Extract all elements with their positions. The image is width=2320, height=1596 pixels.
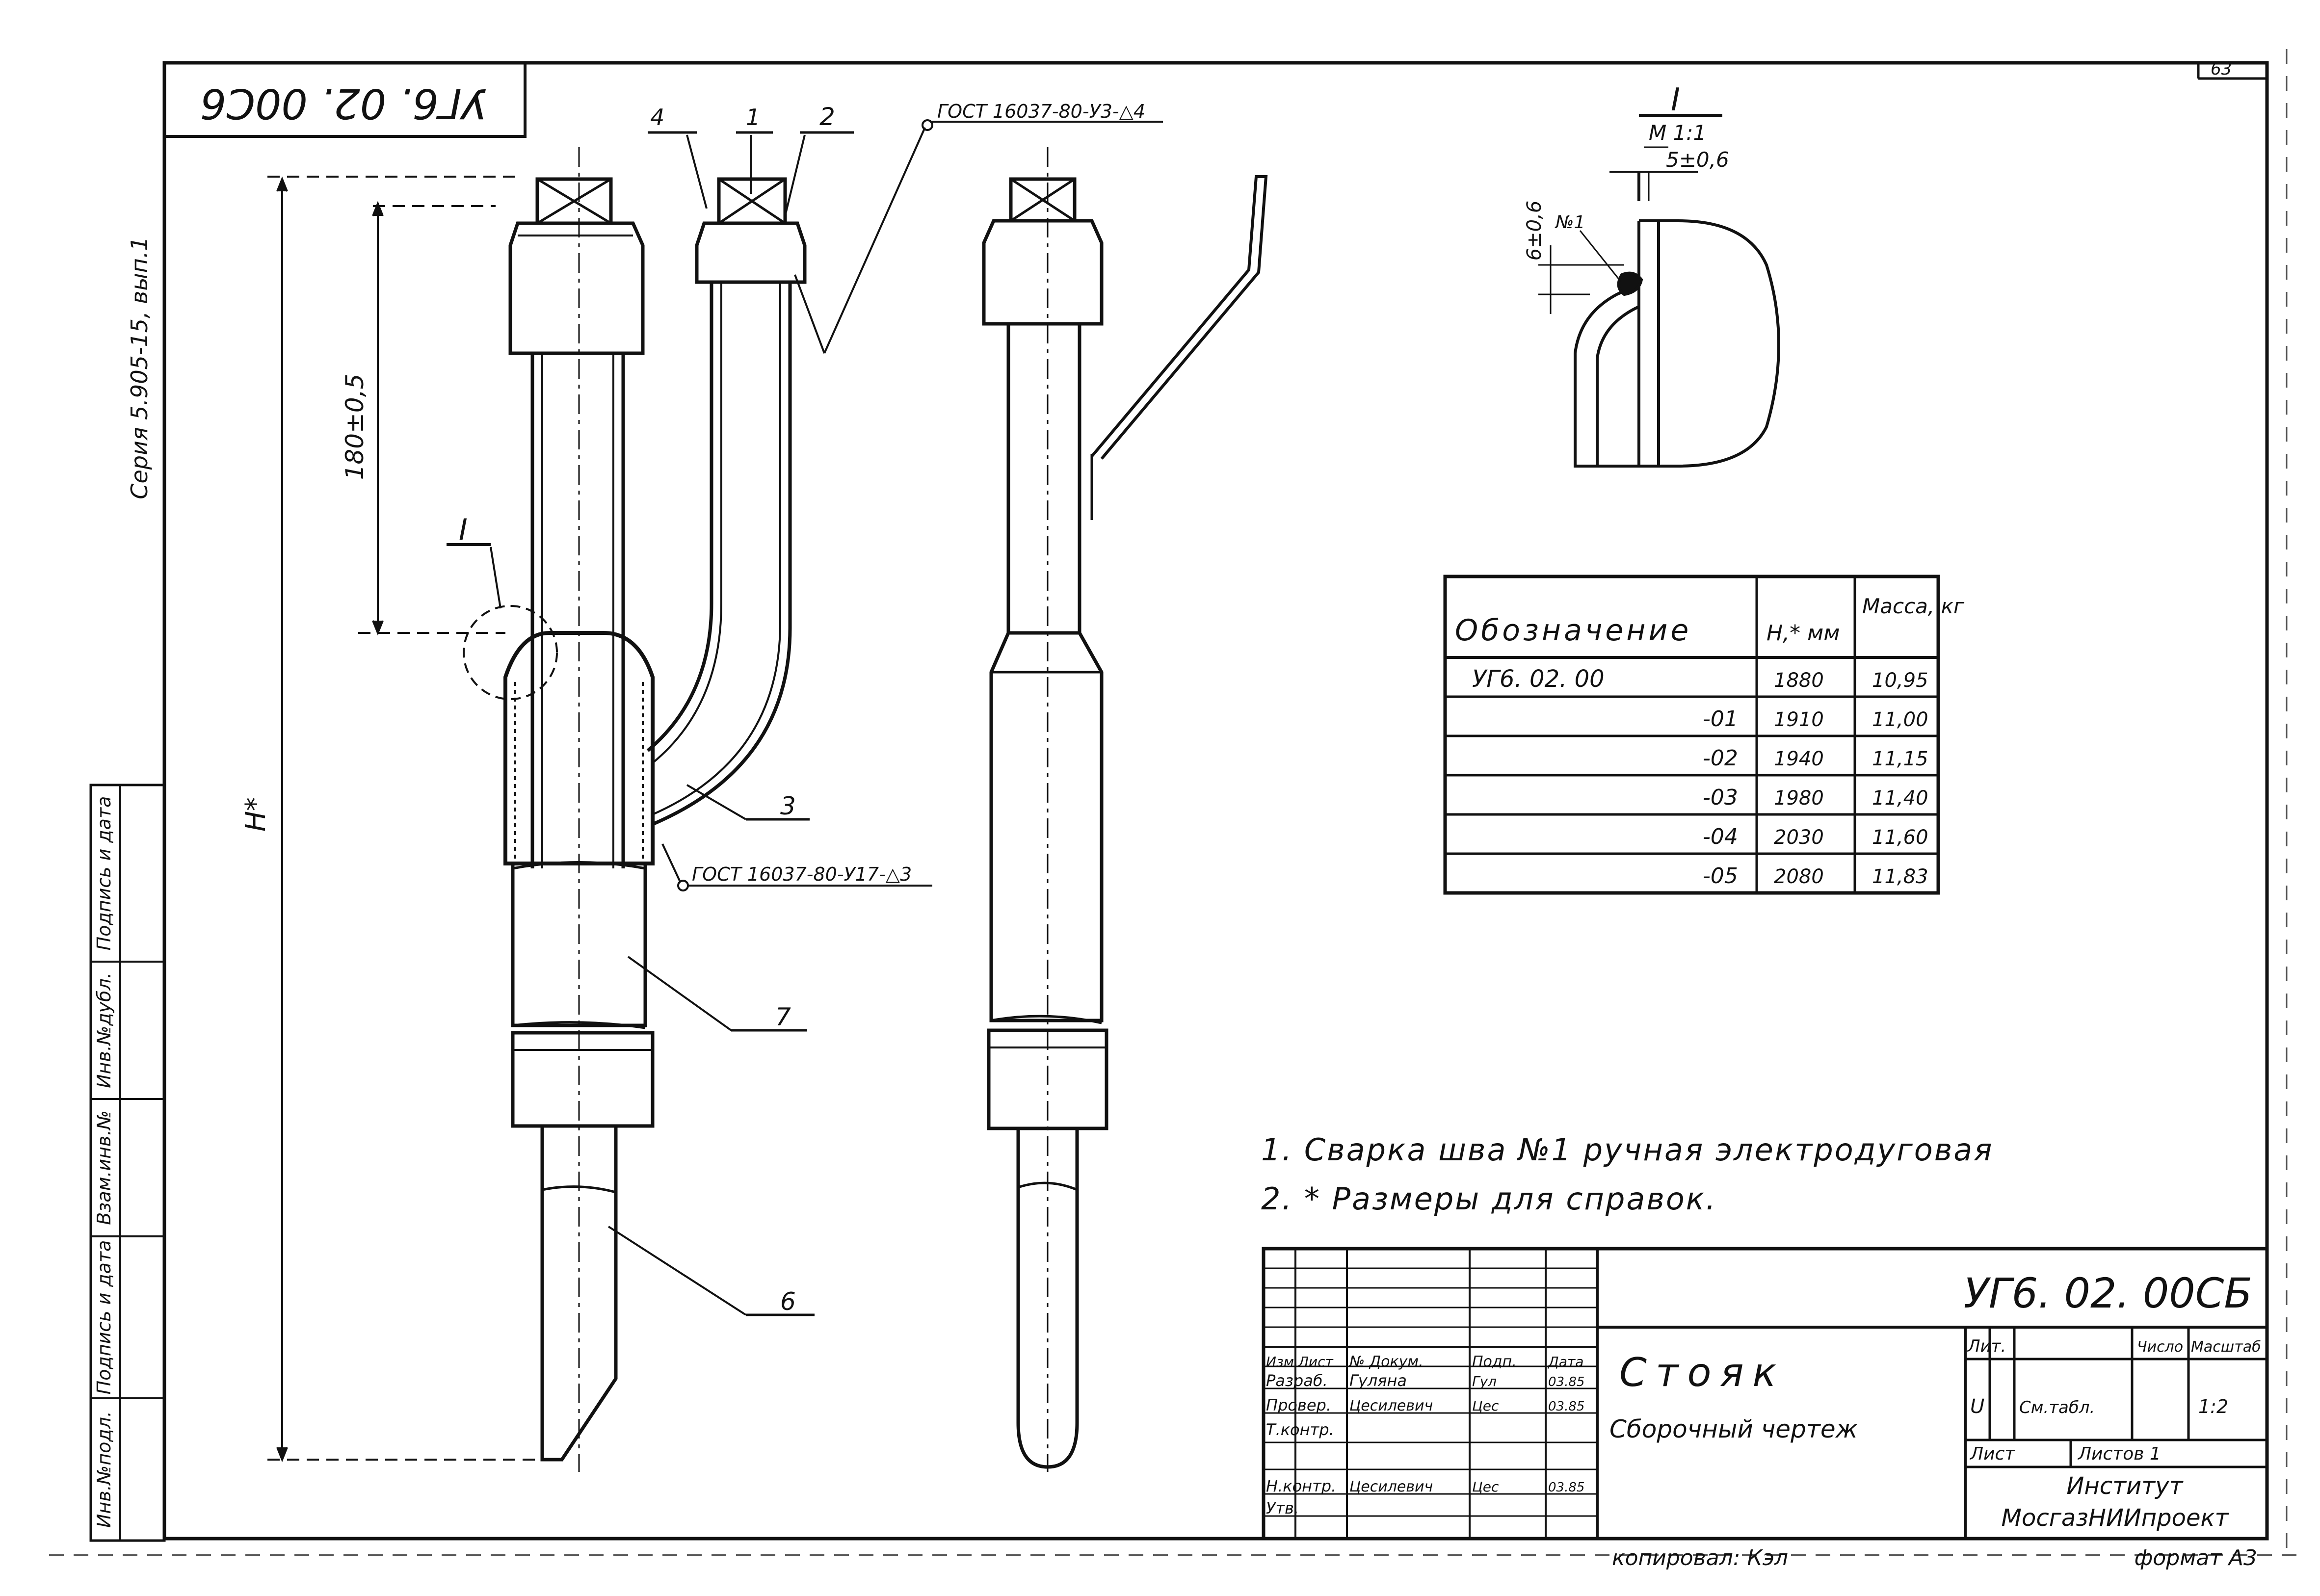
title-scale-value: 1:2 — [2198, 1396, 2228, 1417]
table-row-4-h: 2030 — [1774, 826, 1824, 849]
stamp-label-sign-date-2: Подпись и дата — [93, 1240, 115, 1395]
tb-row-2-role: Провер. — [1266, 1396, 1331, 1414]
table-row-2-h: 1940 — [1774, 748, 1824, 770]
table-row-3-h: 1980 — [1774, 787, 1824, 810]
title-table-ref: Cм.табл. — [2019, 1398, 2095, 1417]
tb-row-0-name: № Докум. — [1348, 1353, 1424, 1370]
stamp-label-replace-inv: Взам.инв.№ — [93, 1110, 115, 1225]
tb-row-0-sign: Подп. — [1472, 1353, 1517, 1370]
assembly-side-view — [982, 147, 1268, 1472]
callout-pos-2: 2 — [819, 103, 835, 131]
callout-pos-1: 1 — [746, 104, 760, 131]
page-number: 63 — [2211, 59, 2232, 79]
title-col-qty: Число — [2137, 1338, 2183, 1356]
copied-by: копировал: Кэл — [1612, 1545, 1788, 1570]
table-row-2-mass: 11,15 — [1872, 748, 1928, 770]
title-org-line2: МосгазНИИпроект — [2002, 1504, 2230, 1532]
detail-scale: М 1:1 — [1649, 121, 1706, 145]
stamp-label-sign-date-1: Подпись и дата — [93, 796, 115, 951]
table-row-3-designation: -03 — [1703, 785, 1738, 810]
tb-row-4-name: Цесилевич — [1349, 1478, 1433, 1495]
table-row-4-designation: -04 — [1703, 824, 1738, 849]
tb-row-1-date: 03.85 — [1548, 1375, 1584, 1389]
callout-pos-3: 3 — [780, 792, 796, 820]
tb-row-4-sign: Цес — [1472, 1479, 1499, 1495]
table-row-0-h: 1880 — [1774, 669, 1824, 692]
top-stamp-text: УГ6. 02. 00С6 — [200, 79, 487, 128]
dim-180: 180±0,5 — [341, 374, 369, 480]
detail-dim-height: 6±0,6 — [1523, 201, 1546, 261]
title-sheets-label: Листов 1 — [2077, 1444, 2161, 1464]
note-1: 1. Сварка шва №1 ручная электродуговая — [1261, 1132, 1994, 1168]
title-subtitle: Сборочный чертеж — [1609, 1415, 1858, 1443]
variants-table — [1443, 575, 1940, 895]
callout-pos-4: 4 — [650, 104, 664, 131]
title-org-line1: Институт — [2066, 1472, 2184, 1500]
tb-row-2-sign: Цес — [1472, 1398, 1499, 1414]
table-header-h: H,* мм — [1766, 621, 1840, 646]
title-col-mass: Масштаб — [2191, 1338, 2261, 1356]
tb-row-1-sign: Гул — [1472, 1373, 1497, 1389]
tb-row-2-date: 03.85 — [1548, 1399, 1584, 1414]
table-row-3-mass: 11,40 — [1872, 787, 1928, 810]
weld-callout-bottom: ГОСТ 16037-80-У17-△3 — [692, 863, 912, 885]
title-col-lit: Лит. — [1967, 1336, 2006, 1356]
table-row-1-designation: -01 — [1703, 706, 1738, 732]
tb-row-1-name: Гуляна — [1349, 1371, 1407, 1390]
tb-row-1-role: Разраб. — [1266, 1371, 1328, 1390]
title-code: УГ6. 02. 00СБ — [1964, 1269, 2252, 1317]
detail-circle-marker: I — [447, 513, 558, 700]
assembly-section-view — [503, 147, 655, 1472]
table-row-0-mass: 10,95 — [1872, 669, 1928, 692]
top-stamp-box — [163, 61, 527, 138]
title-sheet-label: Лист — [1969, 1444, 2015, 1464]
paper-format: формат А3 — [2135, 1545, 2257, 1570]
stamp-label-dup-inv: Инв.№дубл. — [93, 972, 115, 1088]
tb-row-4-role: Н.контр. — [1266, 1477, 1336, 1495]
table-row-5-h: 2080 — [1774, 865, 1824, 888]
table-row-1-h: 1910 — [1774, 708, 1824, 731]
table-header-mass: Масса, кг — [1862, 594, 1965, 618]
note-2: 2. * Размеры для справок. — [1261, 1181, 1717, 1217]
table-row-5-designation: -05 — [1703, 863, 1738, 889]
weld-callout-top: ГОСТ 16037-80-У3-△4 — [937, 101, 1145, 122]
table-header-designation: Обозначение — [1455, 613, 1691, 648]
callout-pos-7: 7 — [775, 1003, 791, 1031]
table-row-1-mass: 11,00 — [1872, 708, 1928, 731]
table-row-0-designation: УГ6. 02. 00 — [1472, 665, 1605, 693]
side-series: Серия 5.905-15, вып.1 — [126, 236, 153, 499]
branch-pipe — [646, 177, 807, 826]
callout-pos-6: 6 — [780, 1287, 796, 1316]
outer-frame — [162, 61, 2269, 1541]
table-row-2-designation: -02 — [1703, 746, 1738, 771]
detail-dim-gap: 5±0,6 — [1666, 148, 1729, 172]
table-row-5-mass: 11,83 — [1872, 865, 1928, 888]
dimension-lines — [267, 176, 540, 1463]
tb-row-4-date: 03.85 — [1548, 1480, 1584, 1495]
detail-title: I — [1671, 82, 1680, 118]
tb-row-0-date: Дата — [1547, 1354, 1584, 1370]
title-lit-value: U — [1970, 1395, 1984, 1418]
detail-weld-no: №1 — [1555, 212, 1585, 233]
stamp-label-orig-inv: Инв.№подл. — [93, 1411, 115, 1528]
tb-row-0-role: Изм.Лист — [1266, 1354, 1334, 1370]
detail-view — [1538, 114, 1780, 468]
tb-row-5-role: Утв. — [1266, 1499, 1299, 1518]
tb-row-3-role: Т.контр. — [1266, 1420, 1334, 1439]
title-name: Стояк — [1619, 1350, 1785, 1395]
detail-marker-label: I — [459, 513, 468, 547]
table-row-4-mass: 11,60 — [1872, 826, 1928, 849]
dim-h: H* — [240, 797, 272, 832]
leader-lines — [607, 119, 1163, 1316]
tb-row-2-name: Цесилевич — [1349, 1397, 1433, 1414]
title-block — [1262, 1247, 2269, 1541]
side-stamp-strip: Подпись и дата Инв.№дубл. Взам.инв.№ Под… — [89, 784, 166, 1542]
